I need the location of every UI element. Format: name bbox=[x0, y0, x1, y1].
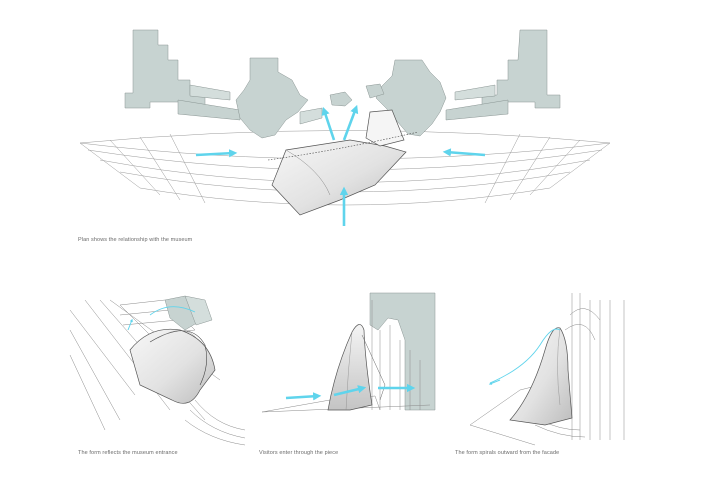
caption-visitors: Visitors enter through the piece bbox=[259, 450, 339, 456]
building-left-center bbox=[235, 57, 353, 139]
detail-spiral bbox=[469, 293, 625, 446]
caption-spiral: The form spirals outward from the facade bbox=[455, 450, 560, 456]
caption-entrance: The form reflects the museum entrance bbox=[78, 450, 178, 456]
site-plan bbox=[79, 29, 611, 226]
building-right-wing bbox=[445, 29, 561, 121]
detail-entrance bbox=[69, 295, 246, 446]
building-left-wing bbox=[124, 29, 241, 121]
caption-plan: Plan shows the relationship with the mus… bbox=[78, 237, 193, 243]
plan-arrows bbox=[195, 104, 486, 226]
detail-visitors bbox=[261, 292, 436, 413]
sculpture-plan bbox=[267, 109, 419, 216]
